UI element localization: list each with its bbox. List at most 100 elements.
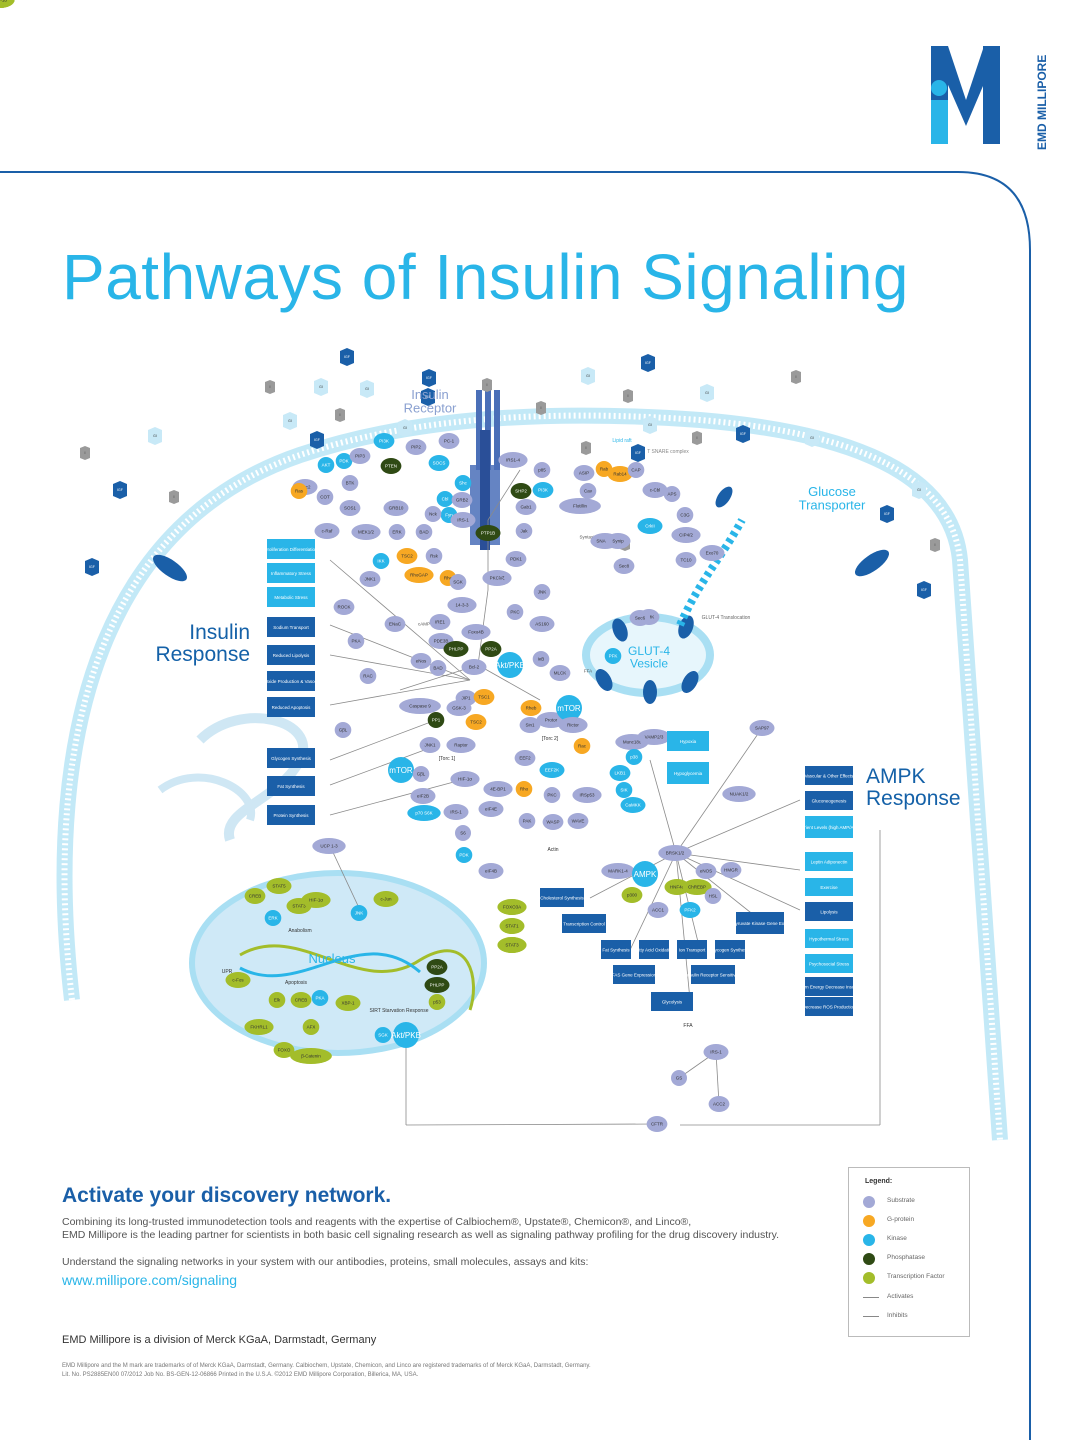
node-label: FOXO bbox=[278, 1048, 291, 1053]
node-acc2: ACC2 bbox=[708, 1096, 730, 1112]
node-sec8: Sec8 bbox=[613, 558, 635, 574]
node-label: IGF bbox=[89, 565, 95, 569]
node-label: cAMP bbox=[418, 622, 430, 627]
node-foxo4b: Foxo4B bbox=[461, 624, 491, 640]
node-gi: GI bbox=[912, 481, 926, 499]
diagram-label-lipid-raft: Lipid raft bbox=[612, 438, 632, 444]
node-label: c-Cbl bbox=[650, 488, 661, 493]
node-label: Rac bbox=[578, 744, 587, 749]
node-pka: PKA bbox=[347, 633, 365, 649]
svg-text:Ion Transport: Ion Transport bbox=[679, 948, 706, 953]
node-pdk1: PDK1 bbox=[505, 551, 527, 567]
node-label: LKB1 bbox=[614, 771, 626, 776]
insulin-response-heading: Insulin Response bbox=[155, 621, 250, 666]
node-rictor: Rictor bbox=[558, 717, 588, 733]
node-label: Rho bbox=[520, 787, 529, 792]
node-cot: COT bbox=[316, 489, 334, 505]
node-label: GI bbox=[403, 426, 407, 430]
node-label: IGF bbox=[740, 432, 746, 436]
node-label: Caspase 9 bbox=[409, 704, 431, 709]
brand-name-vertical: EMD MILLIPORE bbox=[1035, 55, 1049, 150]
node-label: CaMKK bbox=[625, 803, 641, 808]
insulin-response-box-inflammatory-stress: Inflammatory Stress bbox=[267, 563, 315, 583]
node-c3g: C3G bbox=[676, 507, 694, 523]
node-eef2k: EEF2K bbox=[539, 762, 565, 778]
node-creb: CREB bbox=[244, 888, 266, 904]
node-xbp-1: XBP-1 bbox=[335, 995, 361, 1011]
node-label: p300 bbox=[627, 893, 638, 898]
node-label: HIF-1α bbox=[458, 777, 472, 782]
node-caspase-9: Caspase 9 bbox=[399, 698, 441, 714]
node-label: JNK bbox=[538, 590, 547, 595]
svg-text:Hypoxia: Hypoxia bbox=[680, 739, 697, 744]
node-c-cbl: c-Cbl bbox=[642, 482, 668, 498]
node-as160: AS160 bbox=[529, 616, 555, 632]
node-ikk: IKK bbox=[372, 553, 390, 569]
node-label: S6 bbox=[460, 831, 466, 836]
node-i: I bbox=[265, 380, 275, 394]
node-mlck: MLCK bbox=[549, 665, 571, 681]
node-irs-1: IRS-1 bbox=[703, 1044, 729, 1060]
node-label: IRSp53 bbox=[579, 793, 595, 798]
node-label: HNF4α bbox=[670, 885, 685, 890]
node-cip4-2: CIP4/2 bbox=[671, 527, 701, 543]
node-label: ENaC bbox=[389, 622, 402, 627]
node-phlpp: PHLPP bbox=[424, 977, 450, 993]
node-label: GI bbox=[917, 488, 921, 492]
svg-text:Reduced Apoptosis: Reduced Apoptosis bbox=[272, 705, 312, 710]
cell-membrane bbox=[56, 407, 1008, 1141]
node-label: CREB bbox=[249, 894, 262, 899]
node-gi: GI bbox=[398, 419, 412, 437]
node-mtor: mTOR bbox=[556, 695, 582, 721]
ampk-effect-box-fas-gene-expression: FAS Gene Expression bbox=[612, 965, 657, 984]
node-p300: p300 bbox=[621, 887, 643, 903]
node-hif-1: HIF-1α bbox=[0, 0, 15, 8]
node-label: 4E-BP1 bbox=[490, 787, 506, 792]
node-label: IGF bbox=[884, 512, 890, 516]
node-bad: BAD bbox=[415, 524, 433, 540]
node-label: SGK bbox=[453, 580, 463, 585]
node-mtor: mTOR bbox=[388, 757, 414, 783]
svg-text:Fatty Acid Oxidation: Fatty Acid Oxidation bbox=[634, 948, 675, 953]
ampk-effect-box-l-type-pyruvate-kinase-gene-expression: L-type Pyruvate Kinase Gene Expression bbox=[719, 912, 802, 934]
page-title: Pathways of Insulin Signaling bbox=[62, 241, 909, 313]
signaling-link[interactable]: www.millipore.com/signaling bbox=[62, 1272, 238, 1288]
node-label: PP1 bbox=[432, 718, 441, 723]
node-mek1-2: MEK1/2 bbox=[351, 524, 381, 540]
node-label: JNK bbox=[355, 911, 364, 916]
insulin-response-box-fat-synthesis: Fat Synthesis bbox=[267, 776, 315, 796]
node-s6: S6 bbox=[455, 825, 471, 841]
node-pak: PAK bbox=[518, 813, 536, 829]
node-pfk: PFK bbox=[604, 648, 622, 664]
node-label: STAT3 bbox=[505, 943, 519, 948]
node-label: WAVE bbox=[572, 819, 585, 824]
node-p85: p85 bbox=[533, 462, 551, 478]
node-acc1: ACC1 bbox=[647, 902, 669, 918]
node-jip1: JIP1 bbox=[455, 690, 477, 706]
node-pten: PTEN bbox=[380, 458, 402, 474]
node-pkc: PKCλ/ζ bbox=[482, 570, 512, 586]
footer-paragraph-3: Understand the signaling networks in you… bbox=[62, 1256, 589, 1268]
node-tsc2: TSC2 bbox=[465, 714, 487, 730]
node-label: I bbox=[586, 446, 587, 450]
node-protor: Protor bbox=[536, 712, 566, 728]
node-label: IKK bbox=[377, 559, 384, 564]
node-akt: AKT bbox=[317, 457, 335, 473]
node-label: IRS-1 bbox=[450, 810, 462, 815]
node-label: PP2A bbox=[485, 647, 497, 652]
node-label: PIP2 bbox=[411, 445, 421, 450]
node-label: Akt/PKB bbox=[495, 661, 525, 670]
node-label: Cav bbox=[584, 489, 593, 494]
node-label: GS bbox=[676, 1076, 683, 1081]
insulin-response-box-sodium-transport: Sodium Transport bbox=[267, 617, 315, 637]
svg-text:Hypoglycemia: Hypoglycemia bbox=[674, 771, 703, 776]
node-eif4e: eIF4E bbox=[478, 801, 504, 817]
node-label: CFTR bbox=[651, 1122, 664, 1127]
node-i-b: IκB bbox=[532, 651, 550, 667]
node-label: eIF4E bbox=[485, 807, 497, 812]
node-label: Bcl-2 bbox=[469, 665, 480, 670]
node-label: GRB10 bbox=[389, 506, 404, 511]
diagram-label-ffa: FFA bbox=[683, 1023, 693, 1029]
node-igf: IGF bbox=[310, 431, 324, 449]
node-label: I bbox=[697, 436, 698, 440]
